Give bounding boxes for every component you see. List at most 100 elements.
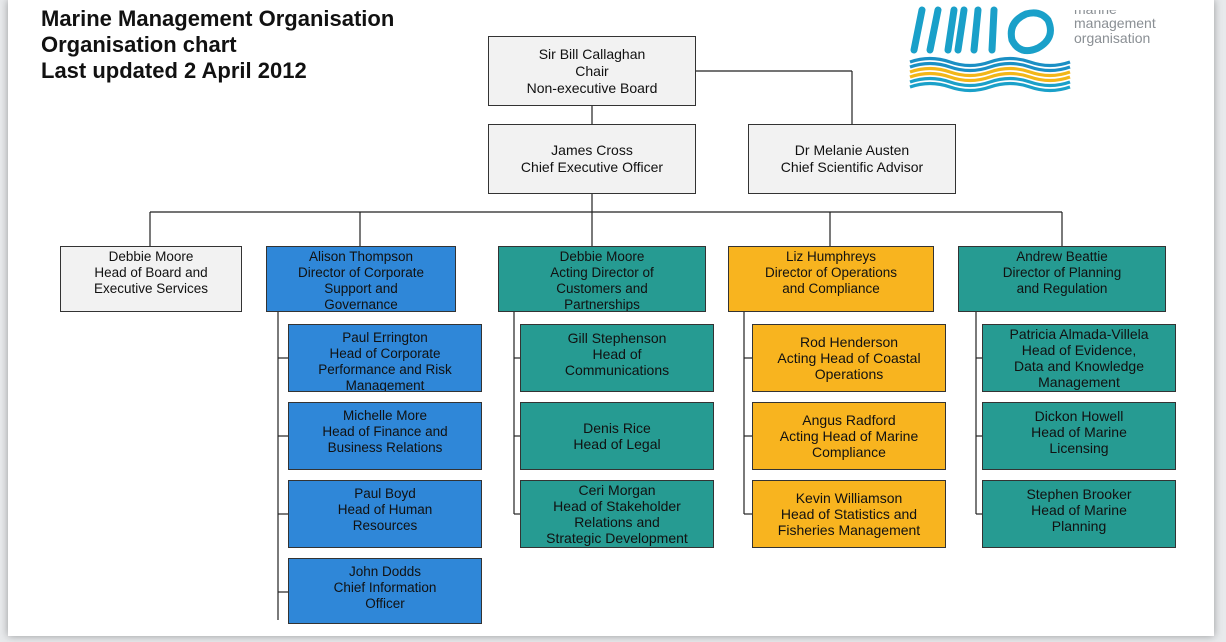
director-operations-box: Liz Humphreys Director of Operations and… xyxy=(728,246,934,312)
director-corporate-name: Alison Thompson xyxy=(308,249,414,264)
report-role-line: Chief Information xyxy=(333,580,437,595)
corporate-report-box: Paul Errington Head of Corporate Perform… xyxy=(288,324,482,392)
report-name: Gill Stephenson xyxy=(567,330,667,346)
director-operations-role-1: Director of Operations xyxy=(764,265,898,280)
ceo-role: Chief Executive Officer xyxy=(520,159,664,175)
report-role-line: Strategic Development xyxy=(546,530,688,546)
mmo-logo: marine management organisation xyxy=(908,0,1208,100)
report-role-line: Performance and Risk xyxy=(318,362,452,377)
logo-wave-stroke xyxy=(909,61,1071,73)
operations-report-box: Angus Radford Acting Head of Marine Comp… xyxy=(752,402,946,470)
report-role-line: Communications xyxy=(564,362,670,378)
head-board-services-role-1: Head of Board and xyxy=(94,265,208,280)
operations-report-box: Rod Henderson Acting Head of Coastal Ope… xyxy=(752,324,946,392)
logo-text-management: management xyxy=(1074,15,1156,31)
report-role-line: Head of Stakeholder xyxy=(553,498,681,514)
report-name: Michelle More xyxy=(342,408,428,423)
report-role-line: Officer xyxy=(365,596,405,611)
chair-role: Chair xyxy=(575,62,609,79)
report-role-line: Head of Evidence, xyxy=(1021,342,1137,358)
title-line-chart-name: Organisation chart xyxy=(41,32,237,57)
logo-letter-stroke xyxy=(926,6,942,54)
corporate-report-box: John Dodds Chief Information Officer xyxy=(288,558,482,624)
logo-wave-stroke xyxy=(909,71,1071,83)
head-board-services-name: Debbie Moore xyxy=(108,249,194,264)
report-name: John Dodds xyxy=(348,564,422,579)
title-line-updated-date: Last updated 2 April 2012 xyxy=(41,58,307,83)
org-chart-page: Marine Management Organisation Organisat… xyxy=(8,0,1214,636)
report-role-line: Data and Knowledge xyxy=(1014,358,1144,374)
logo-letter-stroke xyxy=(944,6,968,54)
planning-report-box: Stephen Brooker Head of Marine Planning xyxy=(982,480,1176,548)
director-corporate-box: Alison Thompson Director of Corporate Su… xyxy=(266,246,456,312)
report-role-line: Relations and xyxy=(574,514,660,530)
logo-wave-stroke xyxy=(909,56,1071,68)
report-role-line: Management xyxy=(1038,374,1120,390)
ceo-name: James Cross xyxy=(551,142,633,158)
logo-wave-stroke xyxy=(909,81,1071,93)
report-role-line: Fisheries Management xyxy=(777,522,921,538)
chart-title: Marine Management Organisation Organisat… xyxy=(41,6,394,84)
report-role-line: Head of Corporate xyxy=(329,346,441,361)
customers-report-box: Denis Rice Head of Legal xyxy=(520,402,714,470)
director-customers-role-3: Partnerships xyxy=(564,297,640,312)
director-planning-role-2: and Regulation xyxy=(1016,281,1108,296)
report-role-line: Head of Statistics and xyxy=(780,506,918,522)
director-operations-name: Liz Humphreys xyxy=(785,249,877,264)
report-name: Kevin Williamson xyxy=(795,490,903,506)
director-customers-box: Debbie Moore Acting Director of Customer… xyxy=(498,246,706,312)
director-customers-role-1: Acting Director of xyxy=(550,265,654,280)
report-name: Dickon Howell xyxy=(1034,408,1124,424)
report-role-line: Business Relations xyxy=(327,440,443,455)
advisor-role: Chief Scientific Advisor xyxy=(780,159,924,175)
report-name: Denis Rice xyxy=(583,420,651,436)
head-board-services-box: Debbie Moore Head of Board and Executive… xyxy=(60,246,242,312)
title-line-organisation-name: Marine Management Organisation xyxy=(41,6,395,31)
report-name: Paul Errington xyxy=(342,330,428,345)
connector-lines xyxy=(149,70,1063,620)
planning-report-box: Dickon Howell Head of Marine Licensing xyxy=(982,402,1176,470)
logo-letter-stroke xyxy=(910,6,926,54)
ceo-box: James Cross Chief Executive Officer xyxy=(488,124,696,194)
director-customers-role-2: Customers and xyxy=(556,281,648,296)
report-role-line: Compliance xyxy=(812,444,886,460)
logo-letter-stroke xyxy=(970,6,982,54)
report-name: Ceri Morgan xyxy=(578,482,656,498)
report-role-line: Acting Head of Marine xyxy=(779,428,919,444)
report-name: Angus Radford xyxy=(802,412,896,428)
director-planning-box: Andrew Beattie Director of Planning and … xyxy=(958,246,1166,312)
report-role-line: Head of Marine xyxy=(1031,424,1127,440)
chair-box: Sir Bill Callaghan Chair Non-executive B… xyxy=(488,36,696,106)
report-role-line: Head of Finance and xyxy=(322,424,448,439)
customers-report-box: Gill Stephenson Head of Communications xyxy=(520,324,714,392)
advisor-name: Dr Melanie Austen xyxy=(794,142,910,158)
report-name: Paul Boyd xyxy=(354,486,416,501)
logo-text-organisation: organisation xyxy=(1074,30,1151,46)
director-planning-name: Andrew Beattie xyxy=(1016,249,1108,264)
customers-report-box: Ceri Morgan Head of Stakeholder Relation… xyxy=(520,480,714,548)
director-corporate-role-3: Governance xyxy=(324,297,398,312)
report-name: Rod Henderson xyxy=(799,334,899,350)
report-name: Patricia Almada-Villela xyxy=(1009,326,1149,342)
report-role-line: Planning xyxy=(1051,518,1107,534)
report-role-line: Head of xyxy=(592,346,642,362)
chair-board: Non-executive Board xyxy=(526,79,658,96)
report-role-line: Head of Marine xyxy=(1031,502,1127,518)
logo-wave-stroke xyxy=(909,76,1071,88)
report-role-line: Management xyxy=(345,378,425,392)
director-corporate-role-1: Director of Corporate xyxy=(297,265,425,280)
report-role-line: Operations xyxy=(814,366,884,382)
head-board-services-role-2: Executive Services xyxy=(93,281,209,296)
report-role-line: Acting Head of Coastal xyxy=(777,350,921,366)
report-role-line: Licensing xyxy=(1049,440,1109,456)
director-operations-role-2: and Compliance xyxy=(782,281,880,296)
logo-letter-stroke xyxy=(988,6,998,54)
report-role-line: Head of Legal xyxy=(573,436,661,452)
director-planning-role-1: Director of Planning xyxy=(1002,265,1122,280)
report-role-line: Head of Human xyxy=(337,502,433,517)
corporate-report-box: Paul Boyd Head of Human Resources xyxy=(288,480,482,548)
director-customers-name: Debbie Moore xyxy=(559,249,645,264)
corporate-report-box: Michelle More Head of Finance and Busine… xyxy=(288,402,482,470)
operations-report-box: Kevin Williamson Head of Statistics and … xyxy=(752,480,946,548)
scientific-advisor-box: Dr Melanie Austen Chief Scientific Advis… xyxy=(748,124,956,194)
